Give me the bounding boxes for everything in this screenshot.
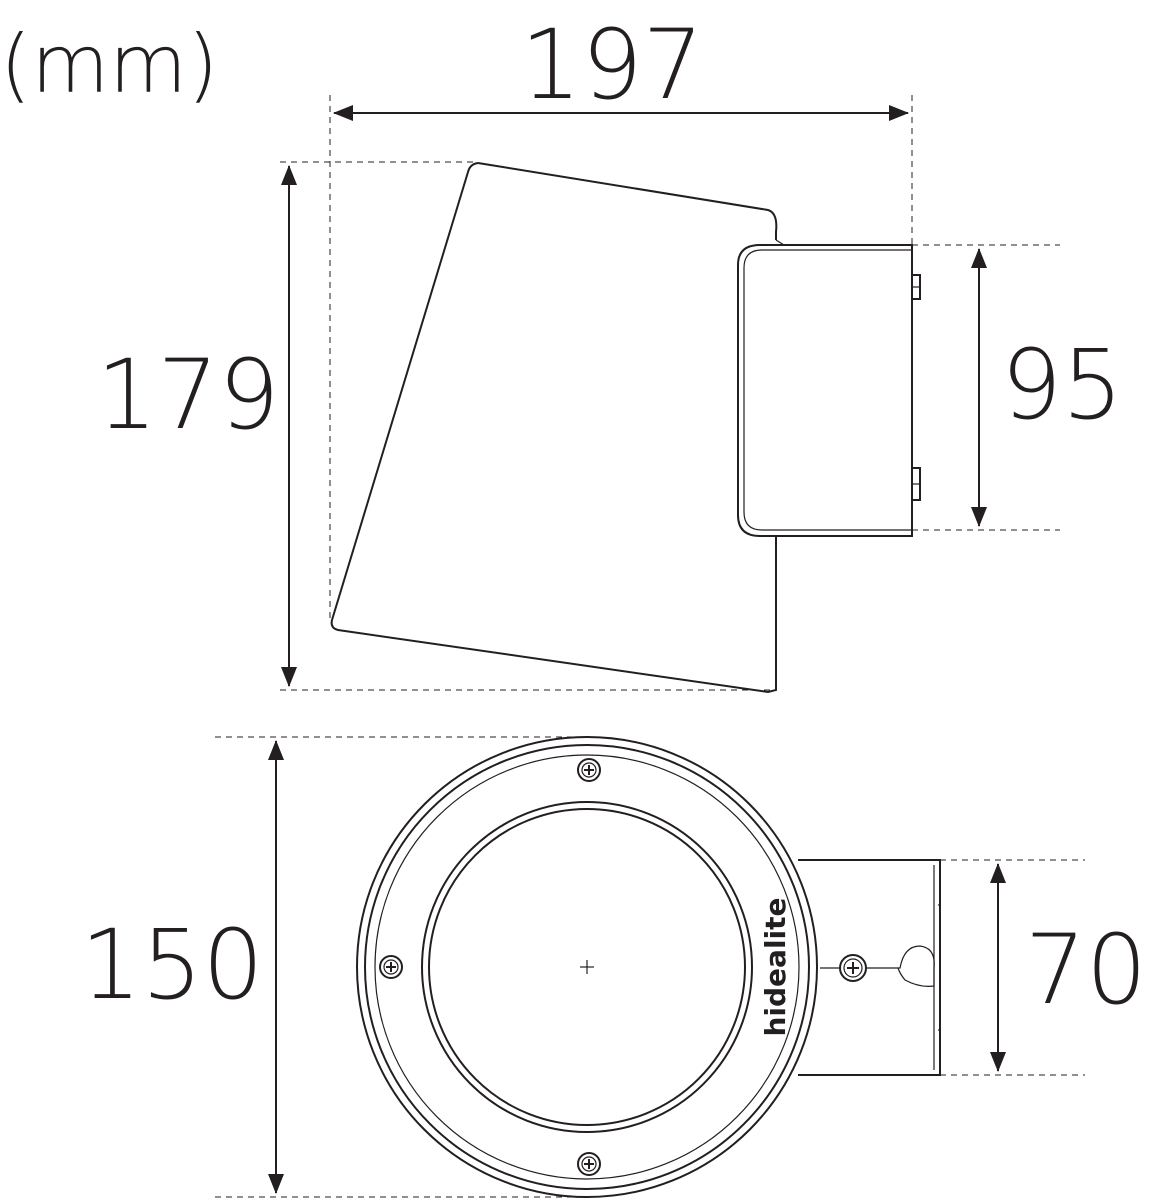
lens-outer-ring <box>421 801 753 1133</box>
bezel-ring <box>374 754 800 1180</box>
outer-ring-inner <box>364 744 810 1190</box>
lens-inner-ring <box>428 808 746 1126</box>
front-mount-bracket <box>820 945 935 987</box>
screw-mount-icon <box>839 954 867 982</box>
side-view: 197 179 95 <box>96 9 1123 694</box>
wall-mount-outline <box>737 244 913 537</box>
screw-top-icon <box>577 758 601 782</box>
brand-text: hidealite <box>759 897 792 1036</box>
screw-left-icon <box>379 955 403 979</box>
front-mount-outline <box>798 859 941 1076</box>
mount-width-dimension-label: 70 <box>1025 914 1147 1026</box>
mount-height-dimension-label: 95 <box>1001 329 1123 441</box>
diameter-dimension-label: 150 <box>80 909 263 1021</box>
units-label: (mm) <box>0 18 218 111</box>
lamp-shade-outline <box>330 162 778 694</box>
mount-shade-junction-top <box>775 239 785 246</box>
width-dimension-label: 197 <box>520 9 703 121</box>
screw-bottom-icon <box>577 1152 601 1176</box>
height-dimension-label: 179 <box>96 339 279 451</box>
front-view: 150 70 <box>80 736 1147 1198</box>
wall-mount-inner-edge <box>743 249 912 531</box>
